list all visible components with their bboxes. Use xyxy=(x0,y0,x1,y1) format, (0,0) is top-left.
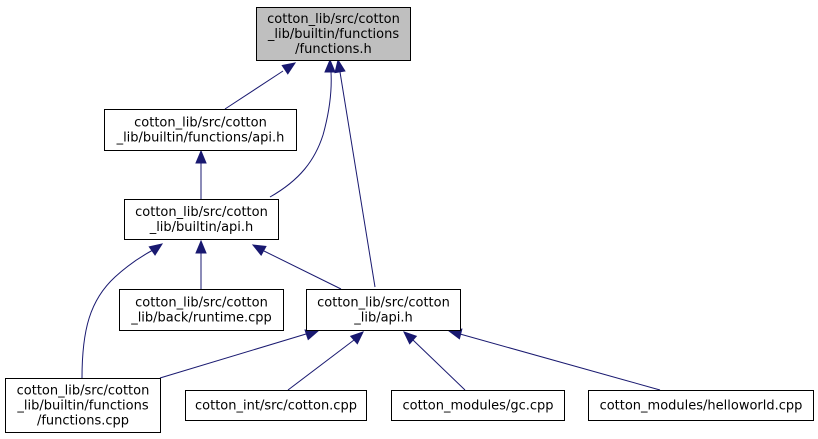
edge-gc_cpp-to-api_h xyxy=(403,331,466,391)
node-functions-cpp[interactable]: cotton_lib/src/cotton_lib/builtin/functi… xyxy=(5,378,161,433)
arrowhead-icon xyxy=(334,58,346,74)
edge-line xyxy=(159,333,307,379)
arrowhead-icon xyxy=(281,62,297,75)
node-label-line: _lib/builtin/functions/api.h xyxy=(116,131,285,146)
edge-line xyxy=(263,250,342,290)
node-label-line: /functions.h xyxy=(295,42,372,57)
node-label-line: cotton_lib/src/cotton xyxy=(17,384,150,399)
node-label-line: cotton_lib/src/cotton xyxy=(267,12,400,27)
edge-line xyxy=(224,70,284,110)
node-label-line: _lib/builtin/functions xyxy=(16,399,149,414)
node-runtime-cpp[interactable]: cotton_lib/src/cotton_lib/back/runtime.c… xyxy=(119,289,284,331)
node-label-line: cotton_lib/src/cotton xyxy=(135,205,268,220)
arrowhead-icon xyxy=(148,243,164,256)
arrowhead-icon xyxy=(304,329,320,341)
edge-cotton_cpp-to-api_h xyxy=(287,331,364,391)
node-label-line: _lib/builtin/api.h xyxy=(149,220,254,235)
arrowhead-icon xyxy=(349,331,364,345)
edge-layer xyxy=(81,58,661,391)
edge-functions_api_h-to-functions_h xyxy=(224,62,297,110)
edge-line xyxy=(412,339,466,391)
node-cotton-cpp[interactable]: cotton_int/src/cotton.cpp xyxy=(185,390,367,421)
edge-helloworld_cpp-to-api_h xyxy=(447,328,661,391)
node-helloworld-cpp[interactable]: cotton_modules/helloworld.cpp xyxy=(588,390,814,421)
node-label-line: /functions.cpp xyxy=(37,414,129,429)
edge-builtin_api_h-to-functions_h xyxy=(269,58,336,198)
node-functions-api-h[interactable]: cotton_lib/src/cotton_lib/builtin/functi… xyxy=(104,109,297,151)
node-box xyxy=(124,199,279,240)
node-label-line: cotton_lib/src/cotton xyxy=(317,296,450,311)
node-label-line: _lib/builtin/functions xyxy=(267,27,400,42)
edge-line xyxy=(81,249,154,379)
node-gc-cpp[interactable]: cotton_modules/gc.cpp xyxy=(391,390,565,421)
node-box xyxy=(185,390,367,421)
node-box xyxy=(5,378,161,433)
node-box xyxy=(391,390,565,421)
node-layer: cotton_lib/src/cotton_lib/builtin/functi… xyxy=(5,7,814,433)
edge-line xyxy=(339,71,376,288)
edge-api_h-to-functions_h xyxy=(334,58,376,288)
node-label-line: cotton_lib/src/cotton xyxy=(134,116,267,131)
node-label-line: _lib/api.h xyxy=(353,311,413,326)
edge-functions_cpp-to-builtin_api_h xyxy=(81,243,164,379)
edge-functions_cpp-to-api_h xyxy=(159,329,320,379)
node-box xyxy=(256,7,411,61)
node-label-line: cotton_modules/gc.cpp xyxy=(402,399,553,414)
edge-line xyxy=(459,333,661,391)
node-label-line: _lib/back/runtime.cpp xyxy=(130,311,272,326)
node-api-h[interactable]: cotton_lib/src/cotton_lib/api.h xyxy=(306,289,461,331)
edge-api_h-to-builtin_api_h xyxy=(251,244,342,290)
node-box xyxy=(588,390,814,421)
node-box xyxy=(119,289,284,331)
edge-runtime_cpp-to-builtin_api_h xyxy=(195,239,207,289)
node-label-line: cotton_modules/helloworld.cpp xyxy=(600,399,803,414)
edge-line xyxy=(269,71,332,198)
arrowhead-icon xyxy=(195,149,207,164)
arrowhead-icon xyxy=(195,239,207,254)
node-box xyxy=(306,289,461,331)
node-functions-h[interactable]: cotton_lib/src/cotton_lib/builtin/functi… xyxy=(256,7,411,61)
node-builtin-api-h[interactable]: cotton_lib/src/cotton_lib/builtin/api.h xyxy=(124,199,279,240)
edge-builtin_api_h-to-functions_api_h xyxy=(195,149,207,199)
arrowhead-icon xyxy=(324,58,336,73)
arrowhead-icon xyxy=(251,244,267,257)
node-label-line: cotton_int/src/cotton.cpp xyxy=(195,399,357,414)
edge-line xyxy=(287,339,355,391)
node-label-line: cotton_lib/src/cotton xyxy=(135,296,268,311)
node-box xyxy=(104,109,297,151)
arrowhead-icon xyxy=(403,331,418,345)
